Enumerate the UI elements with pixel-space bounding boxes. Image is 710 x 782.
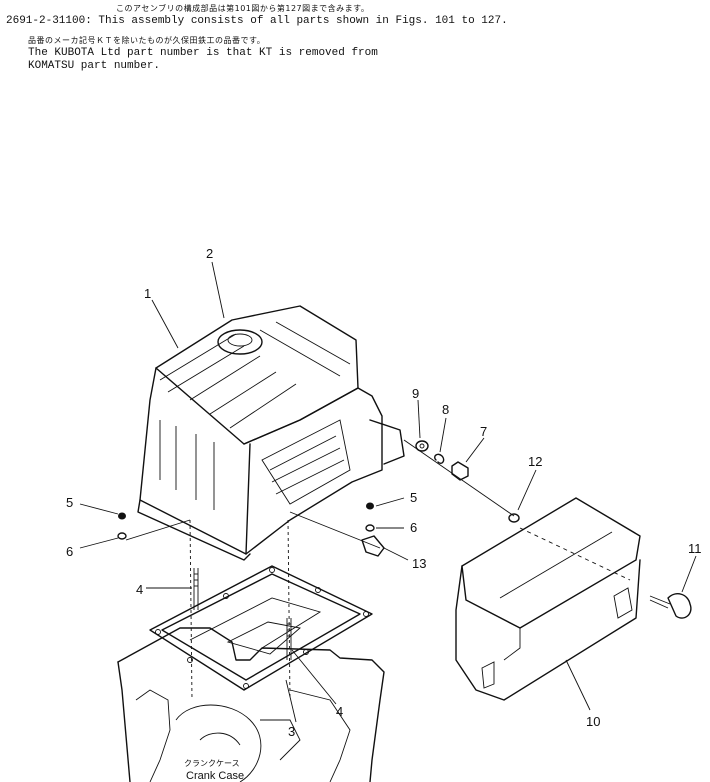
- crank-case-drawing: [117, 627, 385, 782]
- header-note-assembly: 2691-2-31100: This assembly consists of …: [6, 15, 508, 27]
- header-note-jp-kubota: 品番のメーカ記号ＫＴを除いたものが久保田鉄工の品番です。: [28, 36, 266, 45]
- caption-en: Crank Case: [186, 770, 244, 782]
- callout-6-left: 6: [66, 544, 73, 559]
- callout-8: 8: [442, 402, 449, 417]
- callout-4-left: 4: [136, 582, 143, 597]
- callout-6-right: 6: [410, 520, 417, 535]
- callout-13: 13: [412, 556, 426, 571]
- header-note-komatsu: KOMATSU part number.: [28, 60, 161, 72]
- callout-9: 9: [412, 386, 419, 401]
- leader-lines: [79, 261, 697, 723]
- rocker-cover-drawing: [137, 305, 405, 561]
- callout-3: 3: [288, 724, 295, 739]
- callout-1: 1: [144, 286, 151, 301]
- callout-10: 10: [586, 714, 600, 729]
- knob-bolt-drawing: [649, 593, 692, 619]
- side-cover-drawing: [455, 497, 641, 701]
- callout-5-right: 5: [410, 490, 417, 505]
- callout-2: 2: [206, 246, 213, 261]
- header-note-jp-assembly: このアセンブリの構成部品は第101図から第127図まで含みます。: [116, 4, 370, 13]
- caption-jp: クランクケース: [184, 759, 240, 768]
- header-notes: このアセンブリの構成部品は第101図から第127図まで含みます。 2691-2-…: [6, 2, 706, 73]
- callout-12: 12: [528, 454, 542, 469]
- callout-5-left: 5: [66, 495, 73, 510]
- stud-bolts-drawing: [189, 519, 292, 701]
- callout-11: 11: [688, 541, 702, 556]
- callout-7: 7: [480, 424, 487, 439]
- header-note-kubota: The KUBOTA Ltd part number is that KT is…: [28, 47, 378, 59]
- callout-4-right: 4: [336, 704, 343, 719]
- small-parts-drawing: [117, 439, 520, 557]
